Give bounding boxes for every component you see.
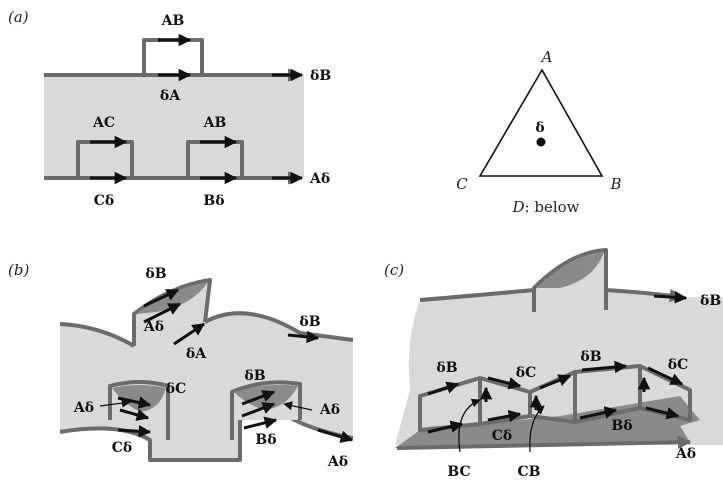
panel-b-right-tube-edge xyxy=(230,380,302,440)
label-a-loop2-bottom: Bδ xyxy=(203,193,224,209)
arrow-b-da xyxy=(173,322,206,346)
label-a-loop1-top: AC xyxy=(92,115,115,131)
label-c-cd: Cδ xyxy=(492,428,512,444)
label-a-loop1-bottom: Cδ xyxy=(94,193,114,209)
panel-a-sheet xyxy=(44,75,304,178)
pointer-c-bc xyxy=(458,398,481,453)
below-caption: D: below xyxy=(512,198,580,216)
vertex-b-label: B xyxy=(609,175,621,193)
panel-c-top-edge-left xyxy=(419,288,535,302)
panel-a-top-loop xyxy=(142,38,204,75)
arrow-c-db1 xyxy=(427,381,460,396)
panel-a-label: (a) xyxy=(8,8,29,26)
label-b-top-db: δB xyxy=(145,266,166,282)
label-b-bottom-ad: Aδ xyxy=(327,454,348,470)
arrow-b-bd xyxy=(243,416,278,430)
panel-b-sheet xyxy=(60,313,353,460)
triangle-key: A B C δ D: below xyxy=(456,48,621,216)
label-b-top-ad: Aδ xyxy=(143,319,164,335)
label-b-left-ad: Aδ xyxy=(73,400,94,416)
arrow-c-db2 xyxy=(581,360,628,374)
label-b-da: δA xyxy=(186,346,207,362)
arrow-c-bd2 xyxy=(645,406,680,420)
label-c-bd: Bδ xyxy=(611,418,632,434)
label-c-db2: δB xyxy=(580,349,601,365)
arrow-b-right-db xyxy=(287,330,320,344)
label-a-bottom-right: Aδ xyxy=(309,171,330,187)
panel-b-top-edge-left xyxy=(59,322,136,348)
arrow-c-dc2 xyxy=(647,366,684,386)
label-b-right-db: δB xyxy=(299,314,320,330)
pointer-b-right-ad xyxy=(283,401,313,411)
arrow-b-right-2 xyxy=(241,402,276,418)
label-c-dc2: δC xyxy=(668,357,688,373)
panel-c: (c) δB δB δC xyxy=(384,248,723,480)
below-text: : below xyxy=(525,198,580,216)
arrow-c-cd1 xyxy=(427,420,464,434)
arrow-c-cd2 xyxy=(487,409,522,423)
triangle xyxy=(478,68,604,177)
label-c-db1: δB xyxy=(436,360,457,376)
arrow-c-dc1 xyxy=(487,376,522,390)
panel-a: (a) AB δA δB AC AB Cδ Bδ Aδ xyxy=(8,8,331,209)
label-c-top-db: δB xyxy=(700,293,721,309)
pointer-b-left-ad xyxy=(99,398,131,408)
arrow-b-top-ad xyxy=(143,302,182,324)
panel-b-left-tube-edge xyxy=(108,380,170,440)
panel-b-label: (b) xyxy=(8,261,29,279)
below-d: D xyxy=(512,198,525,216)
label-c-bc: BC xyxy=(447,464,470,480)
label-b-cd: Cδ xyxy=(112,440,132,456)
label-a-top-loop: AB xyxy=(161,13,185,29)
arrow-c-top-db xyxy=(653,291,688,304)
delta-point xyxy=(536,137,546,147)
panel-c-label: (c) xyxy=(384,261,404,279)
panel-c-top-dark xyxy=(536,252,604,288)
arrow-c-bd1 xyxy=(579,406,618,420)
label-a-loop2-top: AB xyxy=(203,115,227,131)
arrow-c-mid xyxy=(539,374,572,390)
arrow-b-cd xyxy=(117,425,152,438)
label-c-ad: Aδ xyxy=(675,446,696,462)
label-a-top-inner: δA xyxy=(160,88,181,104)
label-b-dc: δC xyxy=(166,381,186,397)
panel-b-top-edge-right xyxy=(204,311,354,342)
panel-c-top-tube-edge xyxy=(532,248,608,312)
delta-label: δ xyxy=(535,120,544,136)
vertex-c-label: C xyxy=(456,175,468,193)
arrow-b-bottom-ad xyxy=(317,428,354,443)
pointer-c-cb xyxy=(529,405,545,453)
label-c-dc1: δC xyxy=(516,365,536,381)
vertex-a-label: A xyxy=(540,48,553,66)
label-b-right-ad: Aδ xyxy=(319,402,340,418)
arrow-b-left-2 xyxy=(119,408,150,421)
arrow-b-right-1 xyxy=(241,390,276,406)
label-a-top-right: δB xyxy=(310,68,331,84)
arrow-b-top-db xyxy=(143,288,180,308)
panel-c-bottom-edge xyxy=(396,435,692,450)
label-b-bd: Bδ xyxy=(255,432,276,448)
panel-b: (b) δB Aδ δA δB δC xyxy=(8,261,354,470)
label-c-cb: CB xyxy=(518,464,541,480)
panel-c-lower-sheet xyxy=(395,396,700,448)
label-b-mid-db: δB xyxy=(244,368,265,384)
